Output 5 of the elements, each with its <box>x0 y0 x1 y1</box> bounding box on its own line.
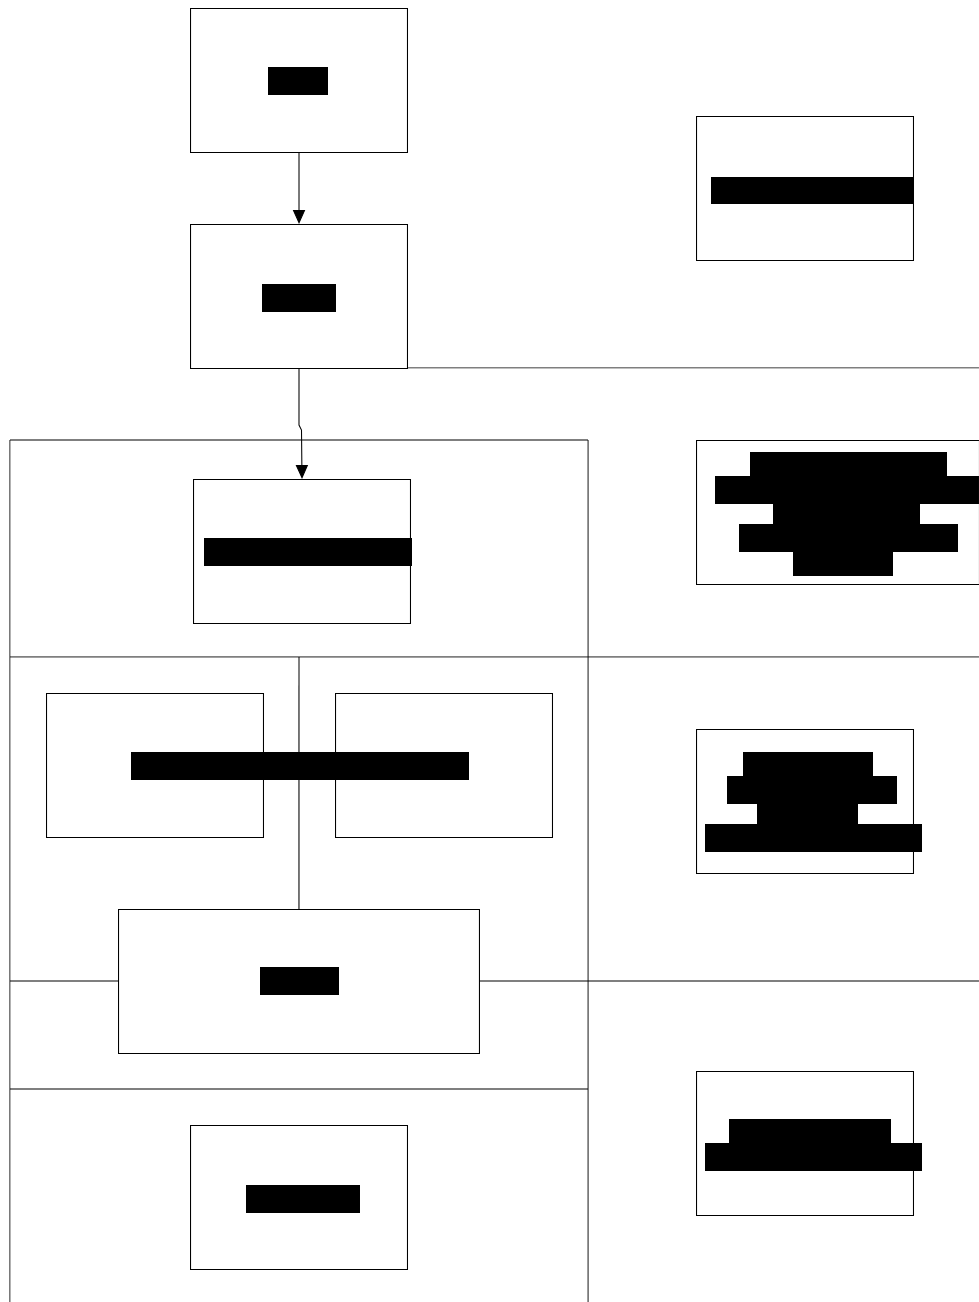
process-box <box>190 224 408 370</box>
process-box <box>190 1125 408 1271</box>
process-box <box>118 909 480 1055</box>
arrow <box>295 368 309 479</box>
process-box <box>190 8 408 154</box>
